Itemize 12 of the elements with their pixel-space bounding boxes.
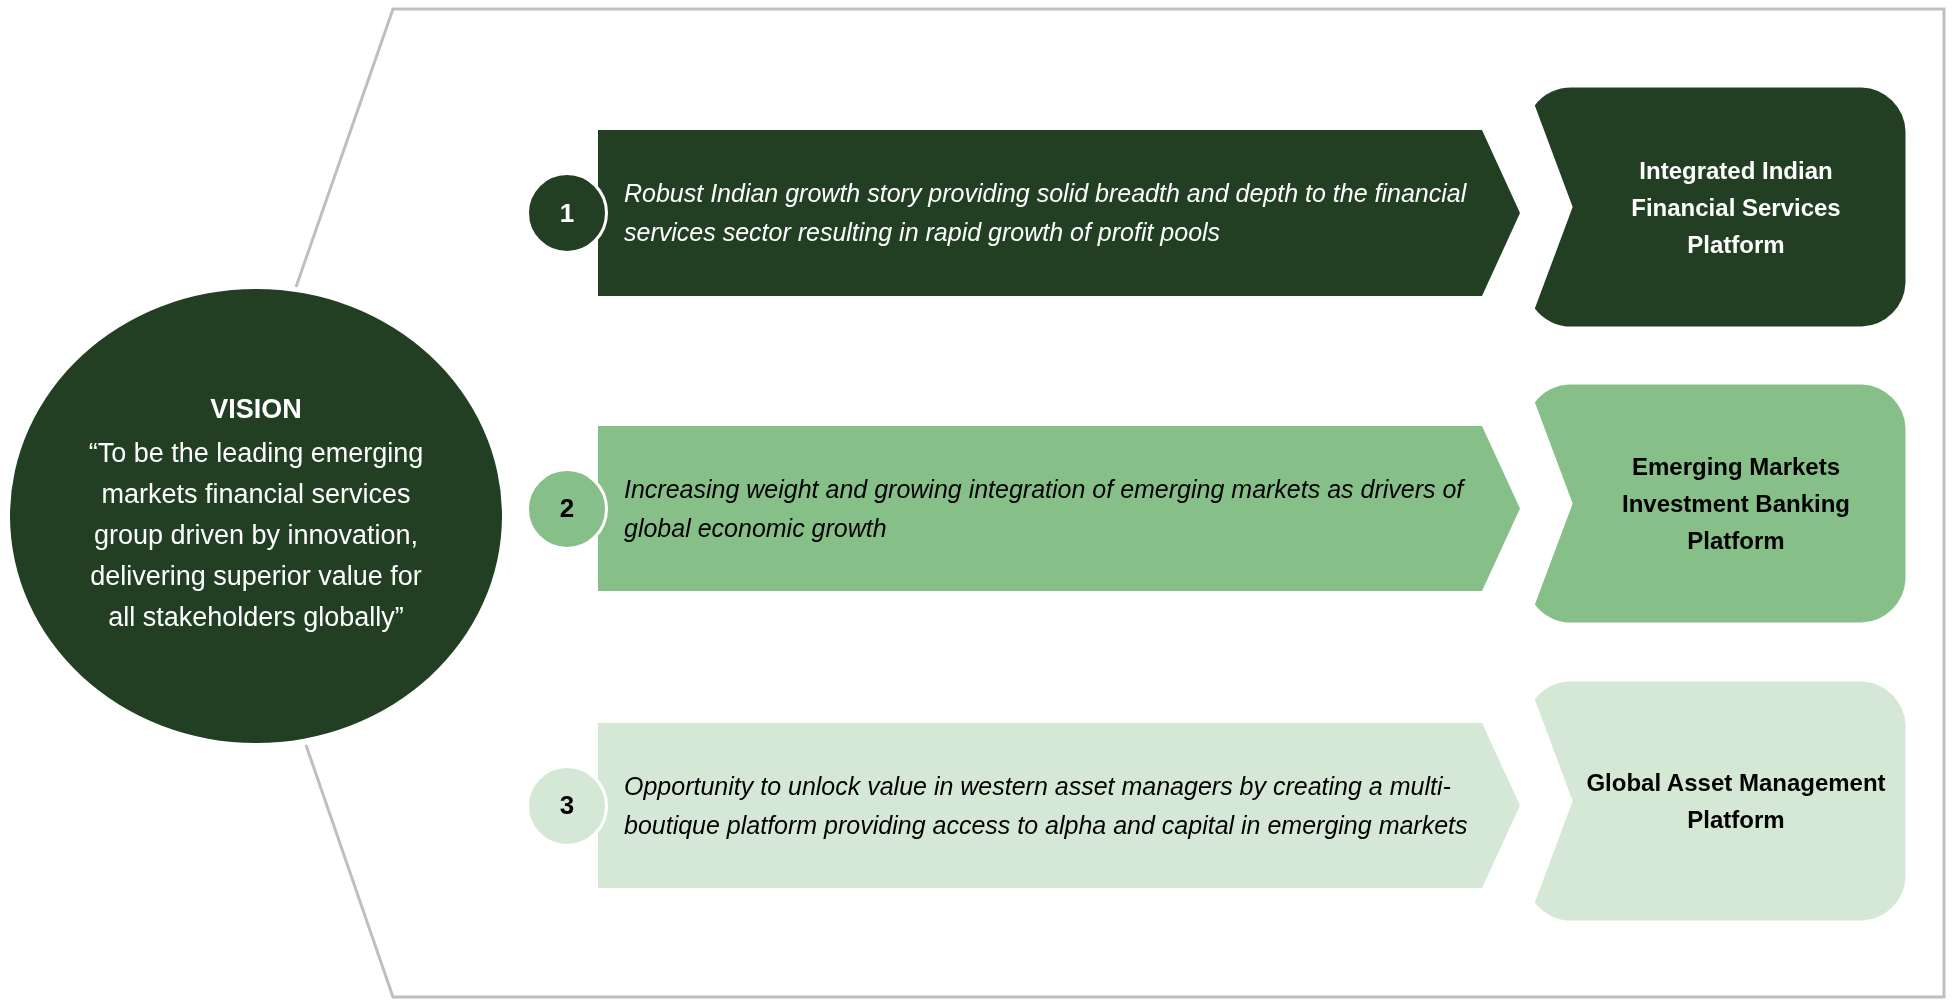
- chevron-arrow-band: [598, 723, 1522, 888]
- chevron-arrow-band: [598, 130, 1522, 296]
- vision-statement: “To be the leading emerging markets financial services group driven by innovation, delivering superior value for all stakeholders globally”: [87, 437, 425, 634]
- platform-title: Integrated Indian Financial Services Platform: [1630, 155, 1842, 260]
- description-text: Increasing weight and growing integration of emerging markets as drivers of global economic growth: [624, 473, 1467, 544]
- description-text: Robust Indian growth story providing solid breadth and depth to the financial services sector resulting in rapid growth of profit pools: [624, 178, 1468, 248]
- platform-title: Emerging Markets Investment Banking Platform: [1620, 452, 1851, 556]
- vision-heading: VISION: [210, 394, 302, 425]
- description-text: Opportunity to unlock value in western asset managers by creating a multi-boutique platform providing access to alpha and capital in emerging markets: [624, 770, 1469, 841]
- chevron-arrow-band: [598, 426, 1522, 591]
- step-number-circle: 1: [526, 172, 608, 254]
- platform-title: Global Asset Management Platform: [1586, 768, 1886, 835]
